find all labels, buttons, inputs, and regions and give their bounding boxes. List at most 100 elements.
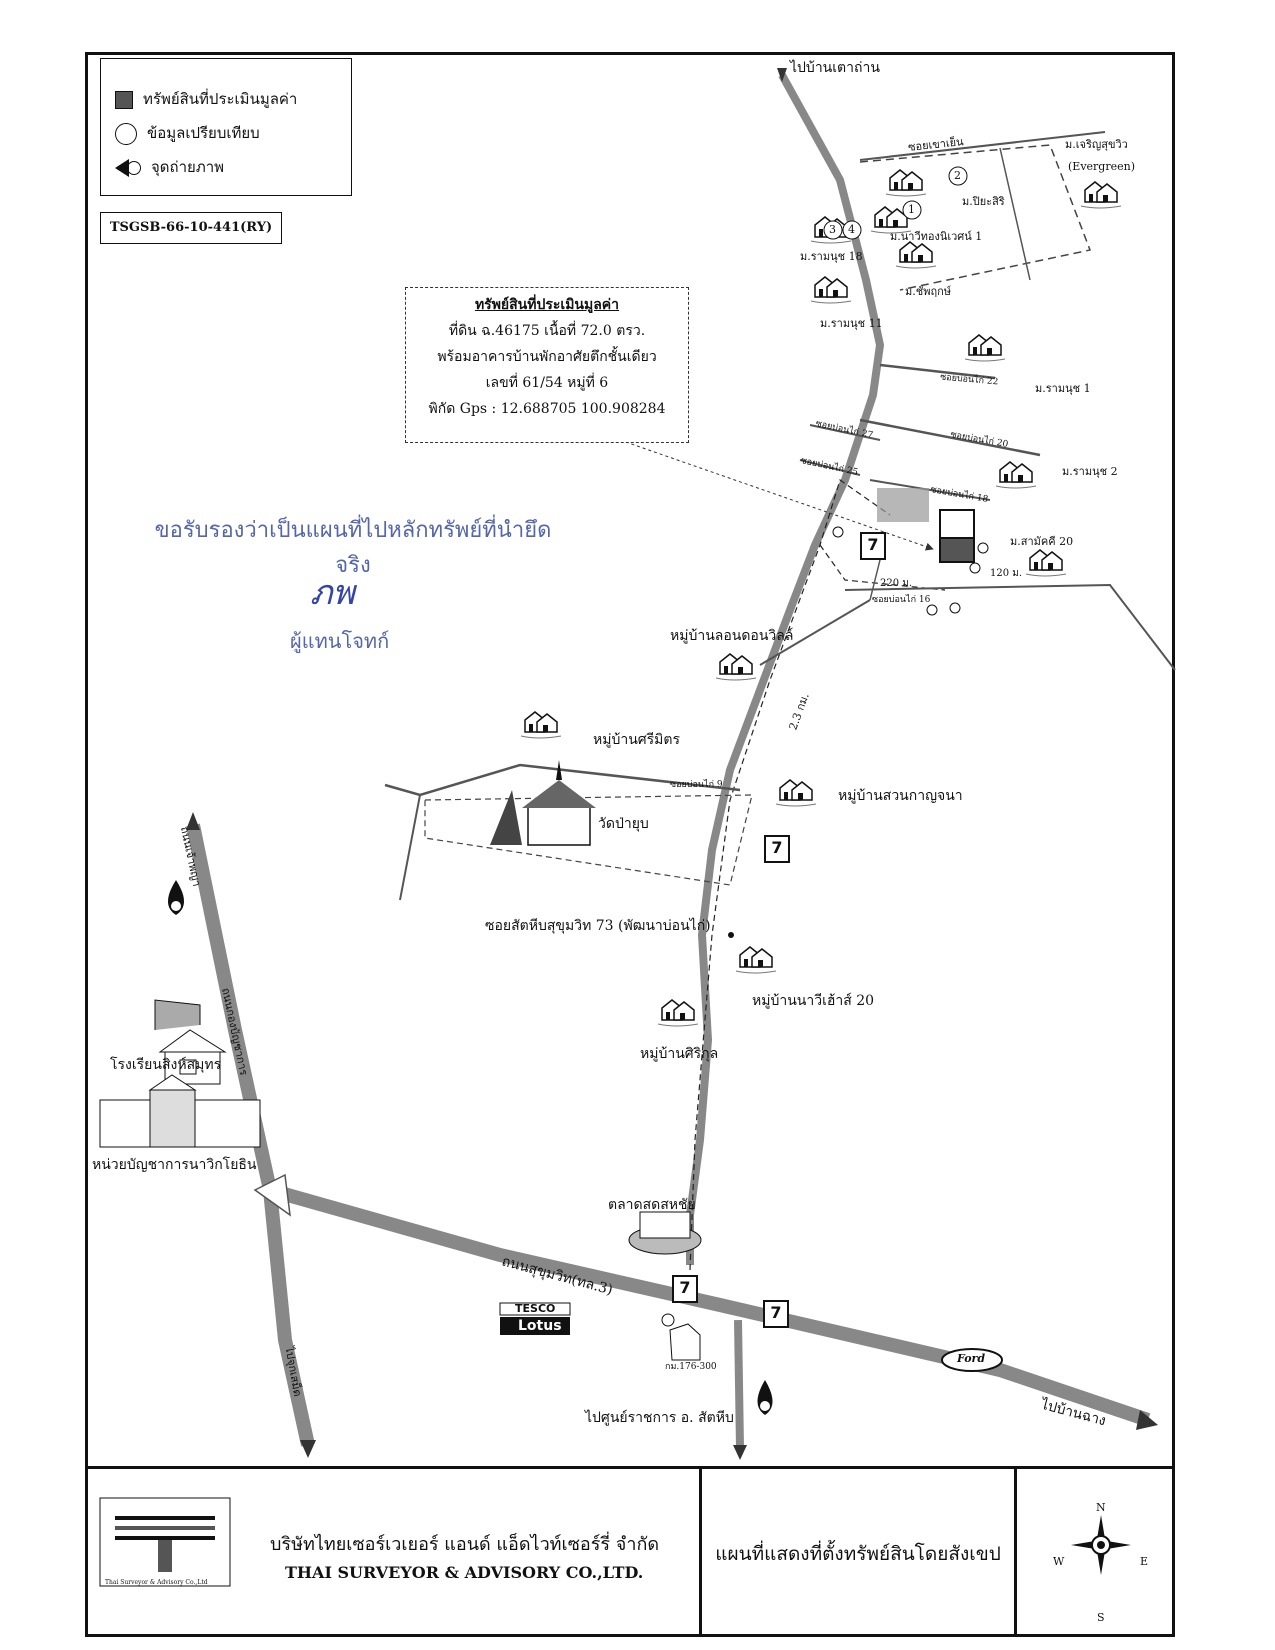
house-icon: [810, 276, 852, 304]
label-raman11: ม.รามนุช 11: [820, 317, 883, 330]
house-icon: [964, 334, 1006, 362]
label-samakkhi: ม.สามัคคี 20: [1010, 535, 1074, 548]
comparison-number: 3: [829, 223, 836, 236]
property-info-title: ทรัพย์สินที่ประเมินมูลค่า: [474, 297, 620, 313]
house-icon: [885, 169, 927, 197]
comparison-2-icon: [948, 166, 968, 186]
comparison-3-icon: [823, 220, 843, 240]
camera-point-icon: [115, 159, 129, 177]
gas-station-icon: [168, 880, 184, 915]
label-raman2: ม.รามนุช 2: [1062, 465, 1118, 478]
label-tesco: TESCO: [515, 1302, 556, 1315]
soi-27: [809, 424, 881, 441]
seven-eleven-icon: 7: [860, 532, 886, 560]
signer-role: ผู้แทนโจทก์: [290, 629, 390, 653]
aerial-photo: [877, 488, 929, 522]
label-soi16: ซอยบ่อนไก่ 16: [872, 595, 931, 605]
photo-point-icon: [949, 602, 961, 614]
label-naval: หน่วยบัญชาการนาวิกโยธิน: [92, 1157, 257, 1173]
logo-caption: Thai Surveyor & Advisory Co.,Ltd: [105, 1579, 208, 1586]
arrow-north-icon: [777, 68, 787, 82]
soi-20: [859, 418, 1041, 457]
km-marker-icon: [669, 1323, 701, 1361]
house-icon: [775, 779, 817, 807]
company-cell: Thai Surveyor & Advisory Co.,Ltd บริษัทไ…: [85, 1469, 702, 1637]
soi-9: [384, 763, 741, 797]
naval-building-icon: [99, 1074, 261, 1148]
comparison-number: 4: [848, 223, 855, 236]
comparison-4-icon: [842, 220, 862, 240]
label-wat: วัดป่ายุบ: [598, 816, 649, 832]
house-icon: [735, 946, 777, 974]
title-block: Thai Surveyor & Advisory Co.,Ltd บริษัทไ…: [85, 1466, 1175, 1637]
compass-w: W: [1053, 1555, 1065, 1568]
gas-station-icon: [757, 1380, 773, 1415]
label-soi9: ซอยบ่อนไก่ 9: [670, 780, 723, 790]
wat-boundary: [424, 794, 753, 886]
compass-s: S: [1097, 1611, 1105, 1624]
soi-18: [869, 479, 991, 501]
signature: ภพ: [310, 573, 355, 613]
school-icon: [154, 999, 227, 1085]
photo-point-icon: [977, 542, 989, 554]
label-market: ตลาดสดสหชัย: [608, 1197, 696, 1213]
label-raman1: ม.รามนุช 1: [1035, 382, 1091, 395]
south-road: [734, 1319, 744, 1449]
subject-property-marker: [939, 537, 975, 563]
seven-eleven-icon: 7: [763, 1300, 789, 1328]
legend: ทรัพย์สินที่ประเมินมูลค่า ข้อมูลเปรียบเท…: [100, 58, 352, 196]
label-raman18: ม.รามนุช 18: [800, 250, 863, 263]
photo-point-icon: [661, 1313, 675, 1327]
label-to-north: ไปบ้านเตาถ่าน: [790, 60, 880, 76]
compass-cell: N S W E: [1017, 1469, 1172, 1637]
soi-22: [879, 363, 996, 380]
certification-stamp: ขอรับรองว่าเป็นแผนที่ไปหลักทรัพย์ที่นำยึ…: [154, 518, 552, 578]
temple-icon: [490, 760, 596, 846]
label-dist-120: 120 ม.: [990, 568, 1023, 579]
company-logo: [99, 1497, 231, 1587]
title-cell: แผนที่แสดงที่ตั้งทรัพย์สินโดยสังเขป: [702, 1469, 1017, 1637]
company-name-english: THAI SURVEYOR & ADVISORY CO.,LTD.: [285, 1563, 644, 1582]
sukhumvit-road: [268, 1183, 1151, 1427]
label-km: กม.176-300: [665, 1362, 717, 1372]
reference-code: TSGSB-66-10-441(RY): [100, 212, 282, 244]
house-icon: [657, 999, 699, 1027]
dashed-route: [689, 479, 891, 1271]
house-icon: [895, 241, 937, 269]
label-sirikul: หมู่บ้านศิริกุล: [640, 1046, 719, 1062]
label-soi73: ซอยสัตหีบสุขุมวิท 73 (พัฒนาบ่อนไก่): [485, 918, 711, 934]
label-srimit: หมู่บ้านศรีมิตร: [593, 732, 681, 748]
circle-icon: [115, 123, 137, 145]
seven-eleven-icon: 7: [672, 1275, 698, 1303]
label-suankan: หมู่บ้านสวนกาญจนา: [838, 788, 963, 804]
label-evergreen: (Evergreen): [1068, 160, 1135, 173]
label-ford: Ford: [957, 1352, 986, 1365]
house-icon: [1025, 549, 1067, 577]
filled-square-icon: [115, 91, 133, 109]
house-icon: [995, 461, 1037, 489]
legend-item-property: ทรัพย์สินที่ประเมินมูลค่า: [115, 87, 297, 111]
house-icon: [1080, 181, 1122, 209]
route-220m: [819, 544, 946, 591]
house-icon: [715, 653, 757, 681]
photo-point-icon: [832, 526, 844, 538]
seven-eleven-icon: 7: [764, 835, 790, 863]
label-piyasiri: ม.ปิยะสิริ: [962, 195, 1005, 208]
comparison-1-icon: [902, 200, 922, 220]
soi-25: [799, 459, 861, 476]
compass-n: N: [1096, 1501, 1106, 1514]
label-nawi: ม.นาวีทองนิเวศน์ 1: [890, 230, 983, 243]
pointer-line: [619, 439, 934, 551]
legend-item-comparison: ข้อมูลเปรียบเทียบ: [115, 121, 260, 145]
boundary-dashed: [859, 144, 1092, 291]
property-info-line: พร้อมอาคารบ้านพักอาศัยตึกชั้นเดียว: [437, 349, 657, 365]
subject-building: [939, 509, 975, 539]
photo-point-icon: [926, 604, 938, 616]
tesco-lotus-logo: [499, 1302, 571, 1335]
label-chaphruk: ม.ชัพฤกษ์: [905, 285, 952, 298]
property-info-box: ทรัพย์สินที่ประเมินมูลค่า ที่ดิน ฉ.46175…: [405, 287, 689, 443]
property-info-line: ที่ดิน ฉ.46175 เนื้อที่ 72.0 ตรว.: [448, 323, 646, 339]
legend-item-photo: จุดถ่ายภาพ: [115, 155, 224, 179]
label-navee: หมู่บ้านนาวีเฮ้าส์ 20: [752, 993, 875, 1009]
